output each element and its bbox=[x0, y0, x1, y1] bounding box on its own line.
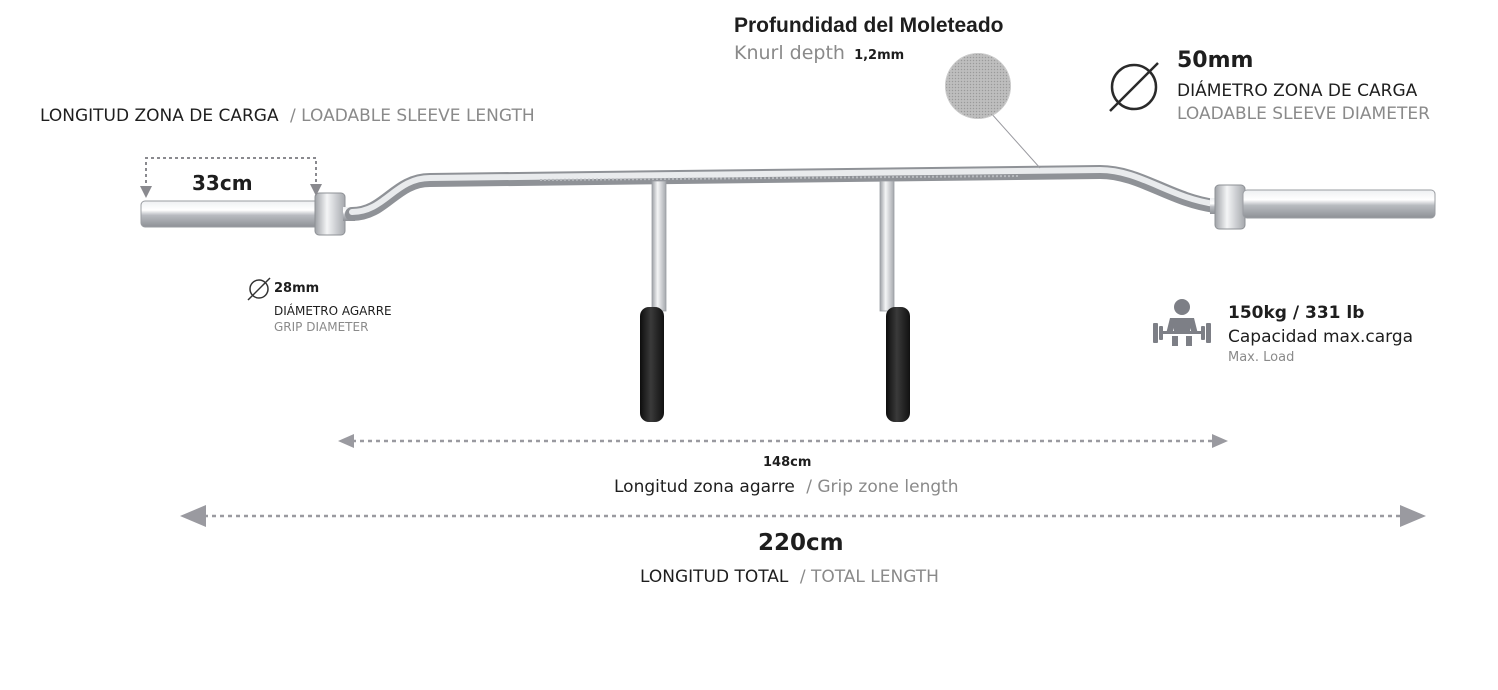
grip-zone-dimension-line bbox=[338, 434, 1228, 448]
left-handle bbox=[640, 180, 667, 422]
sleeve-length-value: 33cm bbox=[192, 171, 253, 195]
max-load-value: 150kg / 331 lb bbox=[1228, 303, 1365, 323]
grip-zone-value: 148cm bbox=[763, 455, 812, 470]
left-sleeve bbox=[140, 192, 355, 236]
grip-diameter-value: 28mm bbox=[274, 281, 320, 296]
grip-diameter-label-es: DIÁMETRO AGARRE bbox=[274, 304, 392, 318]
knurl-title: Profundidad del Moleteado bbox=[734, 14, 1004, 37]
knurl-depth: Knurl depth 1,2mm bbox=[734, 42, 904, 64]
weightlifter-icon bbox=[1153, 299, 1211, 346]
total-length-label-es: LONGITUD TOTAL bbox=[640, 567, 789, 587]
max-load-label-en: Max. Load bbox=[1228, 350, 1295, 365]
sleeve-diameter-label-es: DIÁMETRO ZONA DE CARGA bbox=[1177, 81, 1418, 101]
knurl-label: Knurl depth bbox=[734, 42, 845, 64]
grip-zone-label-en: / Grip zone length bbox=[806, 477, 959, 497]
right-handle bbox=[879, 180, 910, 422]
sleeve-length-label: LONGITUD ZONA DE CARGA / LOADABLE SLEEVE… bbox=[40, 106, 535, 126]
total-length-dimension-line bbox=[180, 505, 1426, 527]
sleeve-diameter-value: 50mm bbox=[1177, 48, 1254, 73]
sleeve-length-label-en: / LOADABLE SLEEVE LENGTH bbox=[290, 106, 535, 126]
knurl-leader-line bbox=[989, 111, 1041, 169]
grip-zone-label: Longitud zona agarre / Grip zone length bbox=[614, 477, 959, 497]
sleeve-length-bracket bbox=[145, 157, 317, 195]
sleeve-diameter-label-en: LOADABLE SLEEVE DIAMETER bbox=[1177, 104, 1430, 124]
sleeve-bracket-arrow-right bbox=[310, 184, 322, 196]
sleeve-bracket-arrow-left bbox=[140, 186, 152, 198]
knurl-texture-swatch bbox=[945, 53, 1011, 119]
total-length-label: LONGITUD TOTAL / TOTAL LENGTH bbox=[640, 567, 939, 587]
max-load-label-es: Capacidad max.carga bbox=[1228, 327, 1414, 347]
bar-shaft bbox=[345, 164, 1222, 221]
total-length-value: 220cm bbox=[758, 530, 844, 556]
sleeve-length-label-es: LONGITUD ZONA DE CARGA bbox=[40, 106, 279, 126]
grip-diameter-label-en: GRIP DIAMETER bbox=[274, 320, 369, 334]
diameter-icon bbox=[247, 277, 271, 301]
grip-zone-label-es: Longitud zona agarre bbox=[614, 477, 795, 497]
knurl-value: 1,2mm bbox=[854, 48, 905, 63]
right-sleeve bbox=[1210, 184, 1436, 230]
total-length-label-en: / TOTAL LENGTH bbox=[799, 567, 939, 587]
diameter-icon bbox=[1109, 62, 1159, 112]
